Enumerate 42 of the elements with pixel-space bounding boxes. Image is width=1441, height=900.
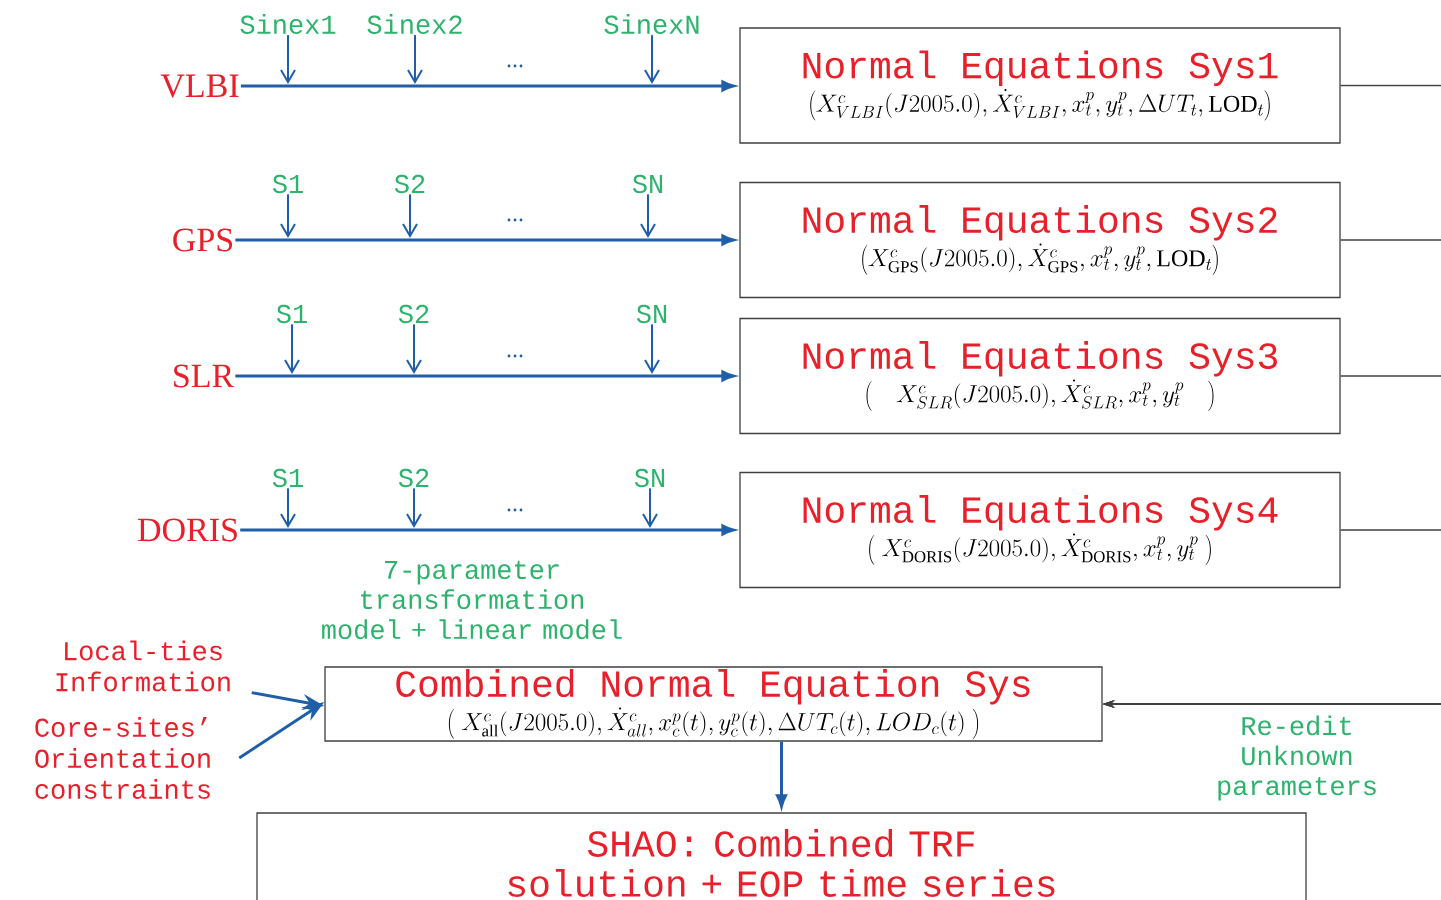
arrow xyxy=(280,34,296,84)
arrow xyxy=(644,34,660,84)
technique-label: GPS xyxy=(173,228,233,252)
input-label: SN xyxy=(636,304,667,324)
input-label: SinexN xyxy=(604,14,699,34)
ellipsis: ... xyxy=(507,354,523,358)
arrow xyxy=(644,323,660,374)
input-label: S1 xyxy=(276,304,307,324)
ellipsis: ... xyxy=(507,64,523,68)
input-label: S1 xyxy=(272,174,303,194)
input-label: S2 xyxy=(398,468,429,488)
note-text: Re-edit Unknown parameters xyxy=(1218,715,1376,801)
result-box: SHAO: Combined TRF solution + EOP time series xyxy=(256,812,1307,900)
input-label: Sinex1 xyxy=(240,14,336,34)
combined-equation-box: Combined Normal Equation Sys $\left(\; X^{c}_{\mathrm{all}}(J2005.0),\dot{X}^{c}_{all},x^{p}_{c}(t),y^{p}_{c}(t),\Delta UT_{c}(t),LOD_{c}(t)\;\right)$ xyxy=(324,666,1103,742)
note-text: 7-parameter transformation model + linear model xyxy=(322,560,622,640)
input-label: SN xyxy=(634,468,665,488)
arrow xyxy=(280,487,296,528)
ellipsis: ... xyxy=(507,508,523,512)
input-note: Core-sites’ Orientation constraints xyxy=(35,717,210,799)
input-label: Sinex2 xyxy=(367,14,462,34)
arrow xyxy=(407,34,423,84)
equation-box: Normal Equations Sys3 $\left(\quad X^{c}_{SLR}(J2005.0),\dot{X}^{c}_{SLR},x^{p}_{t},y^{p}_{t}\quad\right)$ xyxy=(739,317,1341,435)
input-label: S2 xyxy=(398,304,429,324)
arrow xyxy=(284,323,300,374)
technique-label: VLBI xyxy=(160,74,239,98)
arrow xyxy=(406,487,422,528)
input-label: SN xyxy=(632,174,663,194)
arrow xyxy=(280,193,296,238)
technique-label: DORIS xyxy=(137,518,237,542)
equation-box: Normal Equations Sys2 $\left(X^{c}_{\mathrm{GPS}}(J2005.0),\dot{X}^{c}_{\mathrm{GPS}},x^{p}_{t},y^{p}_{t},\mathrm{LOD}_{t}\right)$ xyxy=(739,181,1341,299)
equation-box: Normal Equations Sys4 $\left(\; X^{c}_{\mathrm{DORIS}}(J2005.0),\dot{X}^{c}_{\mathrm{DORIS}},x^{p}_{t},y^{p}_{t}\;\right)$ xyxy=(739,471,1341,589)
arrow xyxy=(640,193,656,238)
arrow xyxy=(402,193,418,238)
input-note: Local-ties Information xyxy=(56,640,230,692)
arrow xyxy=(642,487,658,528)
input-label: S1 xyxy=(272,468,303,488)
ellipsis: ... xyxy=(507,218,523,222)
technique-label: SLR xyxy=(174,364,235,388)
input-label: S2 xyxy=(394,174,425,194)
equation-box: Normal Equations Sys1 $\left(X^{c}_{VLBI}(J2005.0),\dot{X}^{c}_{VLBI},x^{p}_{t},y^{p}_{t},\Delta UT_{t},\mathrm{LOD}_{t}\right)$ xyxy=(739,27,1341,144)
arrow xyxy=(406,323,422,374)
